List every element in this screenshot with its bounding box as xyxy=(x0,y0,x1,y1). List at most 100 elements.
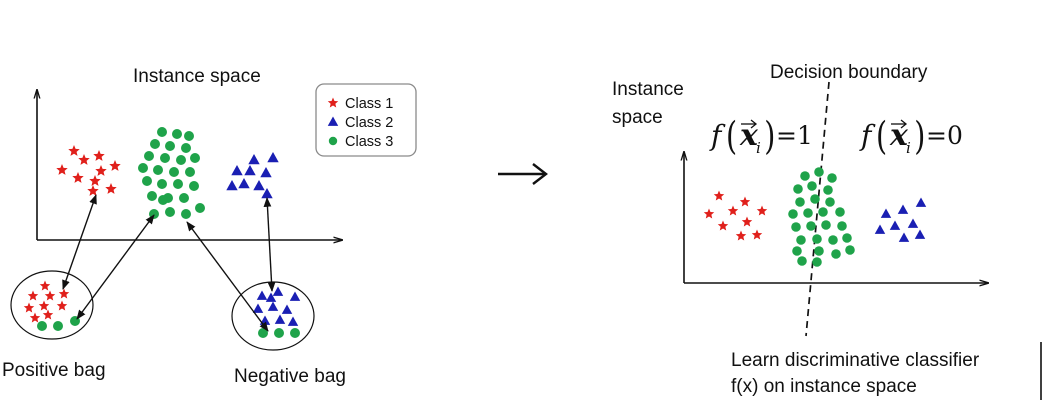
class3-circle-icon xyxy=(825,197,835,207)
left-instance-points xyxy=(56,127,279,219)
class2-triangle-icon xyxy=(898,232,910,242)
class1-star-icon xyxy=(72,172,84,183)
svg-text:): ) xyxy=(764,114,775,158)
class1-star-icon xyxy=(78,154,90,165)
class3-circle-icon xyxy=(190,153,200,163)
legend-label: Class 3 xyxy=(345,134,393,150)
class2-triangle-icon xyxy=(244,165,256,176)
class3-circle-icon xyxy=(821,220,831,230)
positive-bag-star-icon xyxy=(23,302,35,313)
class3-circle-icon xyxy=(827,173,837,183)
formula-negative: f ( x i ) =0 xyxy=(859,114,963,158)
right-axis-label-line2: space xyxy=(612,107,663,128)
class1-star-icon xyxy=(703,208,715,219)
class1-star-icon xyxy=(751,229,763,240)
svg-text:=1: =1 xyxy=(776,121,813,150)
svg-text:(: ( xyxy=(726,114,737,158)
class3-circle-icon xyxy=(138,163,148,173)
class3-circle-icon xyxy=(157,179,167,189)
link-pos-star xyxy=(62,194,97,290)
decision-boundary-label: Decision boundary xyxy=(770,62,928,83)
class1-star-icon xyxy=(68,145,80,156)
class3-circle-icon xyxy=(797,256,807,266)
class3-circle-icon xyxy=(800,171,810,181)
class3-circle-icon xyxy=(176,155,186,165)
class3-circle-icon xyxy=(181,209,191,219)
class3-circle-icon xyxy=(195,203,205,213)
legend-circle-icon xyxy=(328,136,338,146)
positive-bag-star-icon xyxy=(27,290,39,301)
class3-circle-icon xyxy=(814,167,824,177)
negative-bag-label: Negative bag xyxy=(234,366,346,387)
negative-bag-ellipse xyxy=(231,281,315,351)
class1-star-icon xyxy=(105,183,117,194)
class3-circle-icon xyxy=(807,181,817,191)
class1-star-icon xyxy=(717,220,729,231)
transition-arrow xyxy=(498,163,548,185)
negative-bag-triangle-icon xyxy=(287,316,299,326)
class2-triangle-icon xyxy=(253,180,265,191)
class3-circle-icon xyxy=(788,209,798,219)
class3-circle-icon xyxy=(147,191,157,201)
positive-bag-ellipse xyxy=(10,270,94,340)
class3-circle-icon xyxy=(793,184,803,194)
link-neg-circle xyxy=(186,221,269,332)
class3-circle-icon xyxy=(818,207,828,217)
class3-circle-icon xyxy=(150,139,160,149)
negative-bag-triangle-icon xyxy=(272,286,284,296)
negative-bag-triangle-icon xyxy=(259,315,271,325)
negative-bag-triangle-icon xyxy=(281,304,293,314)
positive-bag-circle-icon xyxy=(37,321,47,331)
class3-circle-icon xyxy=(795,197,805,207)
link-pos-circle xyxy=(76,214,155,320)
negative-bag-circle-icon xyxy=(290,328,300,338)
class2-triangle-icon xyxy=(907,218,919,228)
svg-text:i: i xyxy=(906,139,911,157)
class3-circle-icon xyxy=(806,221,816,231)
svg-text:f: f xyxy=(709,119,726,152)
class3-circle-icon xyxy=(796,235,806,245)
positive-bag-star-icon xyxy=(29,312,41,323)
class3-circle-icon xyxy=(169,167,179,177)
negative-bag-circle-icon xyxy=(274,328,284,338)
class3-circle-icon xyxy=(189,181,199,191)
class3-circle-icon xyxy=(842,233,852,243)
class3-circle-icon xyxy=(165,141,175,151)
class3-circle-icon xyxy=(792,246,802,256)
class3-circle-icon xyxy=(142,176,152,186)
positive-bag-circle-icon xyxy=(53,321,63,331)
link-neg-triangle xyxy=(263,197,276,292)
class2-triangle-icon xyxy=(238,178,250,189)
class3-circle-icon xyxy=(181,143,191,153)
class3-circle-icon xyxy=(185,167,195,177)
class3-circle-icon xyxy=(823,185,833,195)
negative-bag-triangle-icon xyxy=(252,303,264,313)
class3-circle-icon xyxy=(157,127,167,137)
class2-triangle-icon xyxy=(874,224,886,234)
class3-circle-icon xyxy=(160,153,170,163)
negative-bag-triangle-icon xyxy=(289,291,301,301)
class3-circle-icon xyxy=(158,195,168,205)
decision-boundary-line xyxy=(805,81,830,337)
class1-star-icon xyxy=(87,185,99,196)
svg-text:i: i xyxy=(756,139,761,157)
class3-circle-icon xyxy=(172,129,182,139)
positive-bag-star-icon xyxy=(58,288,70,299)
svg-text:=0: =0 xyxy=(926,121,963,150)
legend-box xyxy=(315,83,417,157)
positive-bag-star-icon xyxy=(42,309,54,320)
class3-circle-icon xyxy=(165,207,175,217)
class1-star-icon xyxy=(727,205,739,216)
class3-circle-icon xyxy=(845,245,855,255)
class3-circle-icon xyxy=(173,179,183,189)
positive-bag-label: Positive bag xyxy=(2,360,106,381)
right-axis-label-line1: Instance xyxy=(612,79,684,100)
class2-triangle-icon xyxy=(267,152,279,163)
positive-bag-star-icon xyxy=(56,300,68,311)
class1-star-icon xyxy=(89,175,101,186)
class3-circle-icon xyxy=(153,165,163,175)
left-panel-title: Instance space xyxy=(133,66,261,87)
class2-triangle-icon xyxy=(226,180,238,191)
positive-bag-star-icon xyxy=(39,280,51,291)
